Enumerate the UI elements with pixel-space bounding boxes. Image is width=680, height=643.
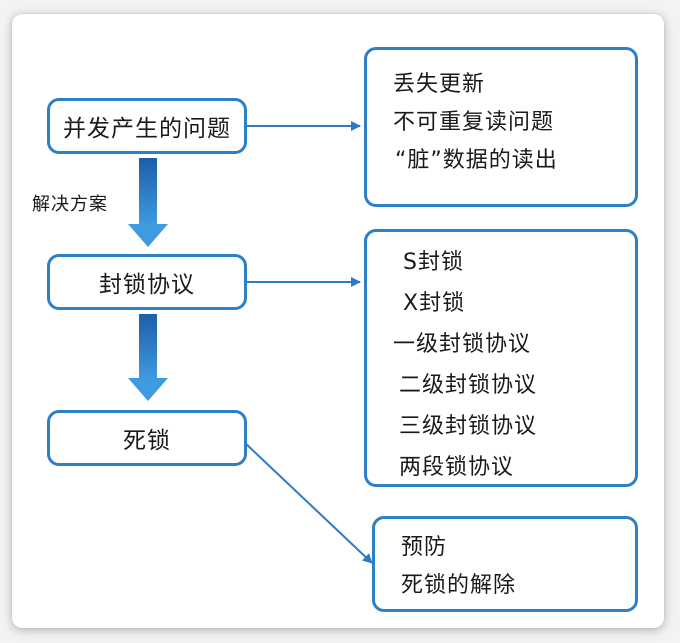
concurrency-problems-label: 并发产生的问题 — [63, 116, 231, 142]
protocol-item: 两段锁协议 — [399, 455, 515, 480]
problem-item: “脏”数据的读出 — [395, 148, 558, 173]
protocol-item: S封锁 — [403, 250, 464, 275]
down-arrow-2 — [128, 314, 168, 401]
locking-protocol-label: 封锁协议 — [99, 272, 195, 298]
problems-list-box: 丢失更新 不可重复读问题 “脏”数据的读出 — [364, 47, 638, 207]
deadlock-handling-box: 预防 死锁的解除 — [372, 516, 638, 612]
problem-item: 丢失更新 — [393, 72, 486, 97]
arrow-to-deadlock-handling — [243, 441, 373, 564]
deadlock-handling-item: 死锁的解除 — [401, 573, 517, 598]
protocol-item: 二级封锁协议 — [399, 373, 538, 398]
deadlock-handling-item: 预防 — [401, 535, 448, 560]
deadlock-box: 死锁 — [47, 410, 247, 466]
locking-protocol-box: 封锁协议 — [47, 254, 247, 310]
protocol-item: 一级封锁协议 — [393, 332, 532, 357]
problem-item: 不可重复读问题 — [393, 110, 555, 135]
down-arrow-1 — [128, 158, 168, 247]
solution-label: 解决方案 — [32, 194, 108, 215]
concurrency-problems-box: 并发产生的问题 — [47, 98, 247, 154]
protocols-list-box: S封锁 X封锁 一级封锁协议 二级封锁协议 三级封锁协议 两段锁协议 — [364, 229, 638, 487]
deadlock-label: 死锁 — [123, 428, 171, 454]
protocol-item: X封锁 — [403, 291, 466, 316]
protocol-item: 三级封锁协议 — [399, 414, 538, 439]
